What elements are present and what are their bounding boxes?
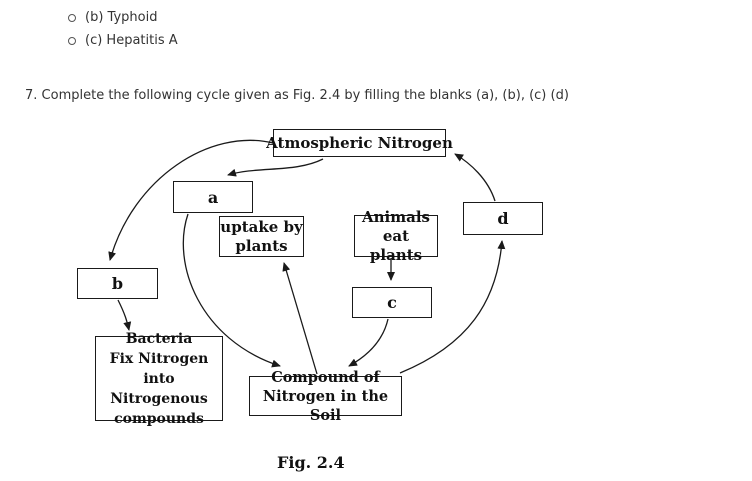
- box-blank-a: a: [173, 181, 253, 213]
- arrow-d-to-atmospheric: [454, 153, 496, 202]
- circle-bullet-icon: [68, 37, 76, 45]
- figure-caption: Fig. 2.4: [277, 453, 345, 472]
- arrow-compound-to-d: [399, 240, 506, 374]
- list-item-hepatitis: (c) Hepatitis A: [68, 32, 178, 50]
- box-blank-b: b: [77, 268, 158, 299]
- arrow-a-to-compound: [182, 213, 281, 368]
- list-item-typhoid: (b) Typhoid: [68, 9, 157, 27]
- question-text: 7. Complete the following cycle given as…: [25, 88, 569, 103]
- box-atmospheric-nitrogen: Atmospheric Nitrogen: [266, 129, 453, 157]
- arrow-b-to-bacteria: [117, 299, 132, 331]
- box-blank-d: d: [463, 202, 543, 235]
- arrow-atmospheric-to-b: [108, 139, 274, 261]
- list-item-label: (c) Hepatitis A: [85, 33, 178, 48]
- arrow-atmospheric-to-a: [227, 158, 324, 177]
- circle-bullet-icon: [68, 14, 76, 22]
- box-blank-c: c: [352, 287, 432, 318]
- box-uptake-by-plants: uptake by plants: [219, 216, 304, 257]
- box-animals-eat-plants: Animals eat plants: [354, 208, 438, 264]
- list-item-label: (b) Typhoid: [85, 10, 158, 25]
- box-compound-of-nitrogen: Compound of Nitrogen in the Soil: [249, 369, 402, 424]
- box-bacteria-fix-nitrogen: Bacteria Fix Nitrogen into Nitrogenous c…: [95, 331, 223, 427]
- arrow-compound-to-uptake: [282, 262, 318, 375]
- arrow-c-to-compound: [348, 318, 389, 367]
